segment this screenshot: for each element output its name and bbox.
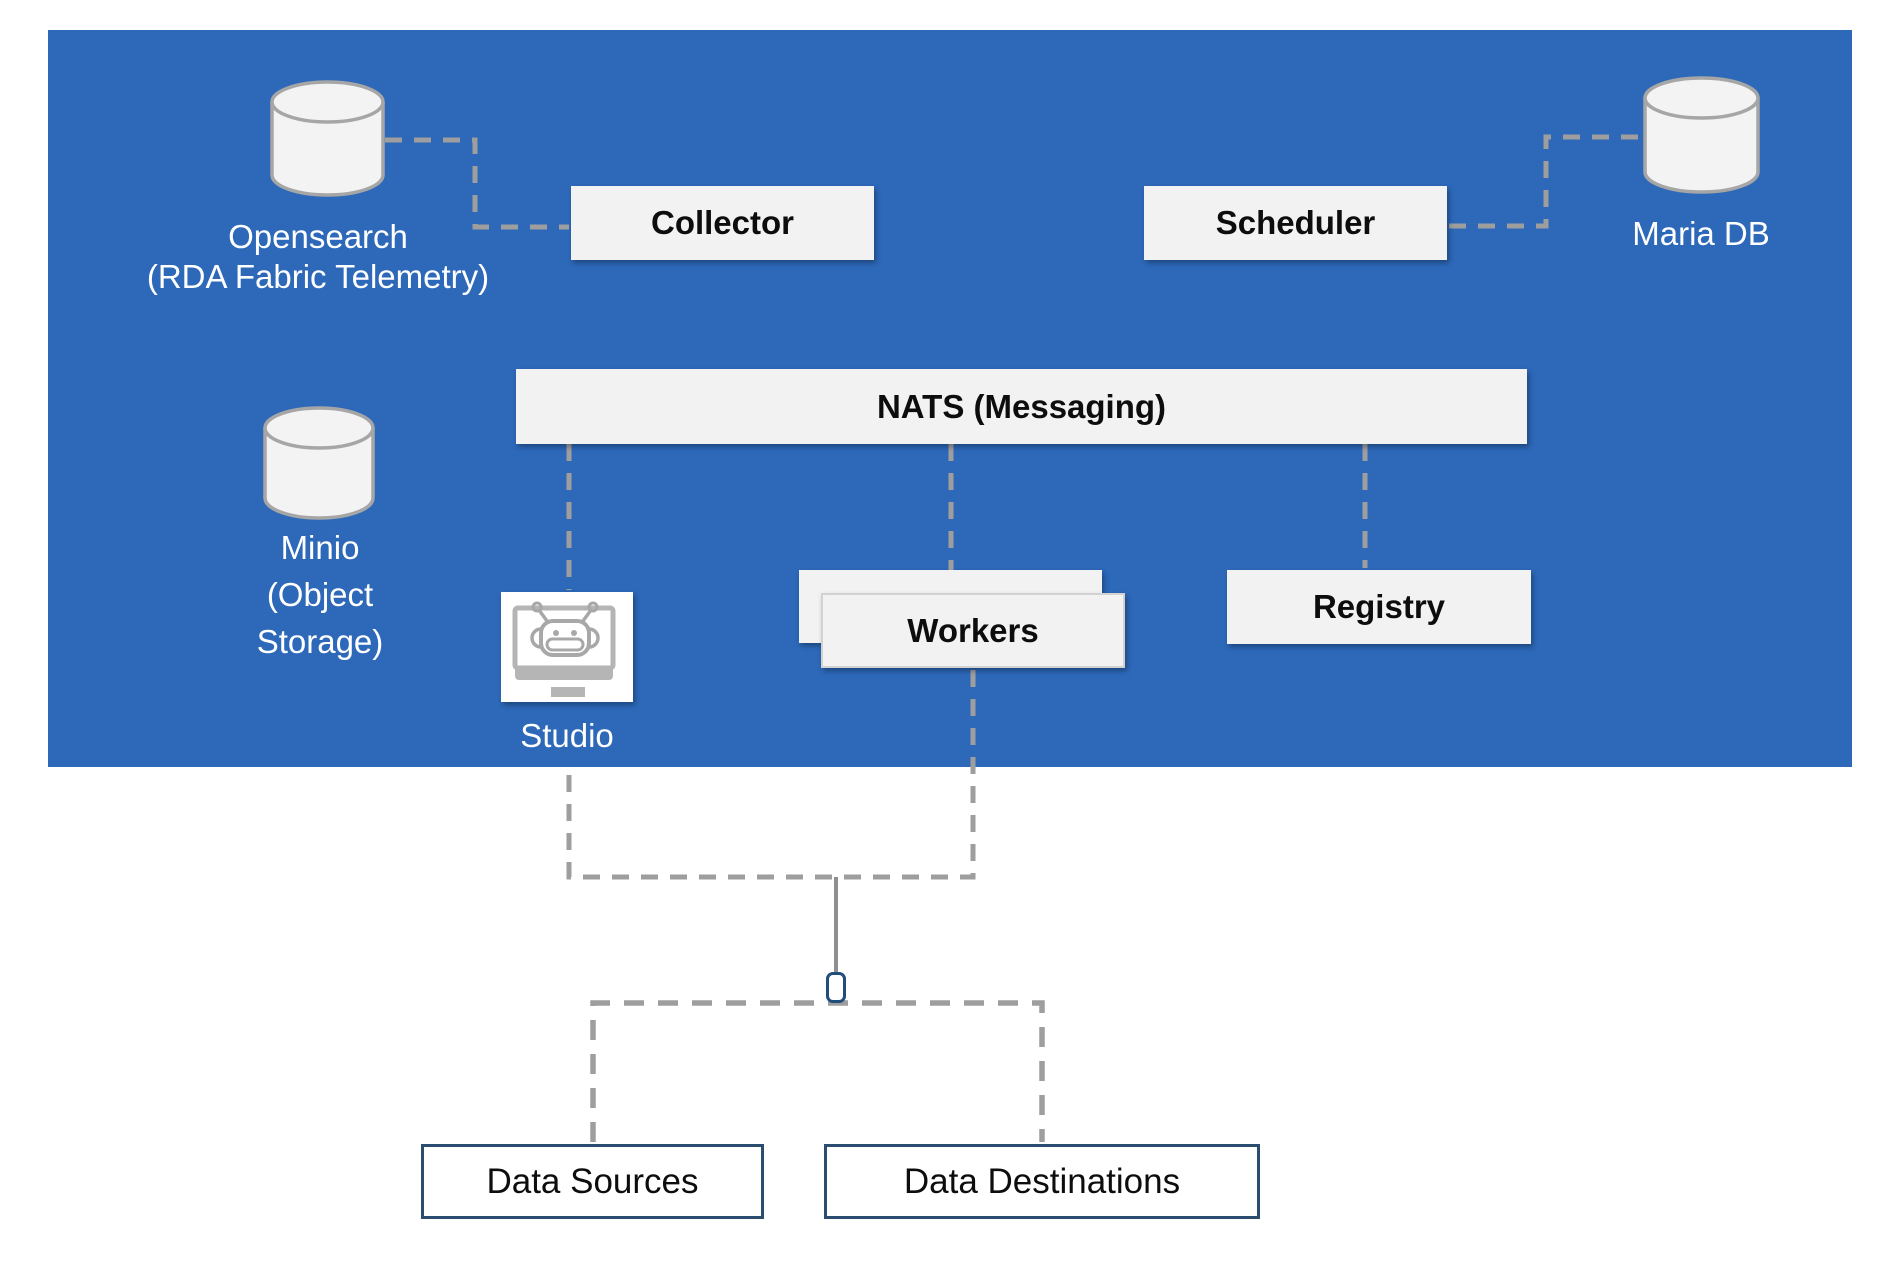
workers-label: Workers bbox=[907, 611, 1039, 649]
connector-opensearch-collector bbox=[385, 137, 569, 230]
registry-label: Registry bbox=[1312, 588, 1446, 625]
studio-node-label: Studio bbox=[520, 717, 614, 754]
robot-monitor-icon bbox=[512, 601, 616, 697]
collector-label: Collector bbox=[650, 204, 795, 241]
opensearch-node-label: Opensearch (RDA Fabric Telemetry) bbox=[58, 217, 578, 297]
mariadb-node-label: Maria DB bbox=[1632, 215, 1770, 252]
workers-node: Workers bbox=[821, 593, 1125, 668]
scheduler-label: Scheduler bbox=[1215, 204, 1376, 241]
studio-node bbox=[501, 592, 633, 702]
minio-database-cylinder-icon bbox=[263, 406, 375, 520]
nats-label: NATS (Messaging) bbox=[876, 387, 1167, 425]
registry-node: Registry bbox=[1227, 570, 1531, 644]
scheduler-node: Scheduler bbox=[1144, 186, 1447, 260]
opensearch-label-line1: Opensearch bbox=[228, 218, 408, 255]
data-destinations-node: Data Destinations bbox=[824, 1144, 1260, 1219]
connector-pill-data-boxes bbox=[590, 1000, 1045, 1142]
data-sources-label: Data Sources bbox=[486, 1161, 699, 1201]
mariadb-database-cylinder-icon bbox=[1643, 76, 1760, 194]
connector-scheduler-mariadb bbox=[1449, 134, 1643, 229]
connector-studio-workers-junction bbox=[566, 670, 976, 880]
data-destinations-label: Data Destinations bbox=[903, 1161, 1181, 1201]
opensearch-label-line2: (RDA Fabric Telemetry) bbox=[146, 258, 490, 295]
collector-node: Collector bbox=[571, 186, 874, 260]
opensearch-database-cylinder-icon bbox=[270, 80, 385, 197]
connector-pill bbox=[826, 972, 846, 1003]
minio-label-line1: Minio bbox=[280, 529, 360, 566]
data-sources-node: Data Sources bbox=[421, 1144, 764, 1219]
minio-label-line3: Storage) bbox=[256, 623, 384, 660]
nats-messaging-node: NATS (Messaging) bbox=[516, 369, 1527, 444]
minio-node-label: Minio (Object Storage) bbox=[190, 524, 450, 665]
minio-label-line2: (Object bbox=[266, 576, 374, 613]
